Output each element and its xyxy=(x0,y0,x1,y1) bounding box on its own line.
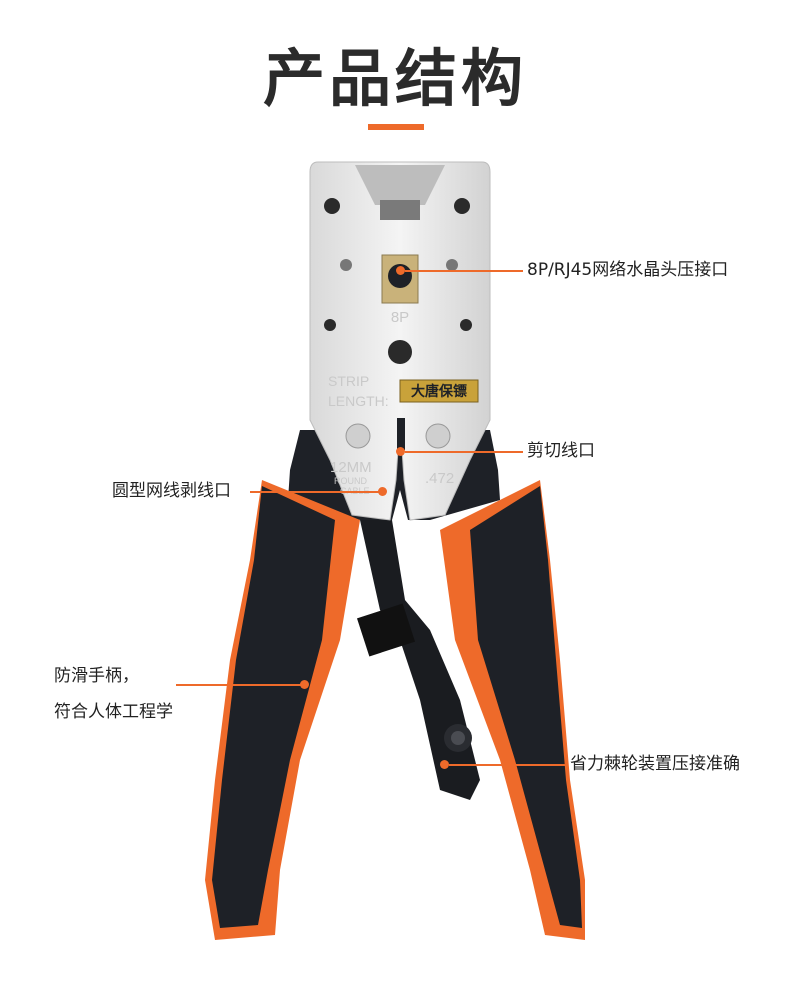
ratchet-arm xyxy=(356,520,480,800)
cutter-leader xyxy=(405,451,523,453)
cutter-label: 剪切线口 xyxy=(527,441,595,461)
strip-label-2: LENGTH: xyxy=(328,393,389,409)
handle-label-1: 防滑手柄， xyxy=(54,666,139,686)
rj45-port-label: 8P/RJ45网络水晶头压接口 xyxy=(527,260,729,280)
rj45-port-leader xyxy=(405,270,523,272)
cable-size-label: 12MM xyxy=(330,459,372,476)
brand-badge: 大唐保镖 xyxy=(411,383,467,400)
ratchet-leader xyxy=(449,764,567,766)
ratchet-marker xyxy=(440,760,449,769)
rj45-port-marker xyxy=(396,266,405,275)
cable-type-1: ROUND xyxy=(334,476,367,486)
handle-leader xyxy=(176,684,302,686)
cutter-marker xyxy=(396,447,405,456)
left-handle xyxy=(205,480,360,940)
steel-head: 8P STRIP LENGTH: 12MM ROUND CABLE .472 大… xyxy=(309,161,491,521)
ratchet-label: 省力棘轮装置压接准确 xyxy=(570,754,740,774)
page-title: 产品结构 xyxy=(262,42,527,115)
strip-label-1: STRIP xyxy=(328,373,369,389)
stripper-label: 圆型网线剥线口 xyxy=(112,481,231,501)
handle-label-2: 符合人体工程学 xyxy=(54,702,173,722)
jaw-label: 8P xyxy=(391,309,409,326)
stripper-leader xyxy=(250,491,380,493)
strip-measure-label: .472 xyxy=(425,470,454,487)
right-handle xyxy=(440,480,585,940)
title-underline xyxy=(368,124,424,130)
stripper-marker xyxy=(378,487,387,496)
handle-marker xyxy=(300,680,309,689)
